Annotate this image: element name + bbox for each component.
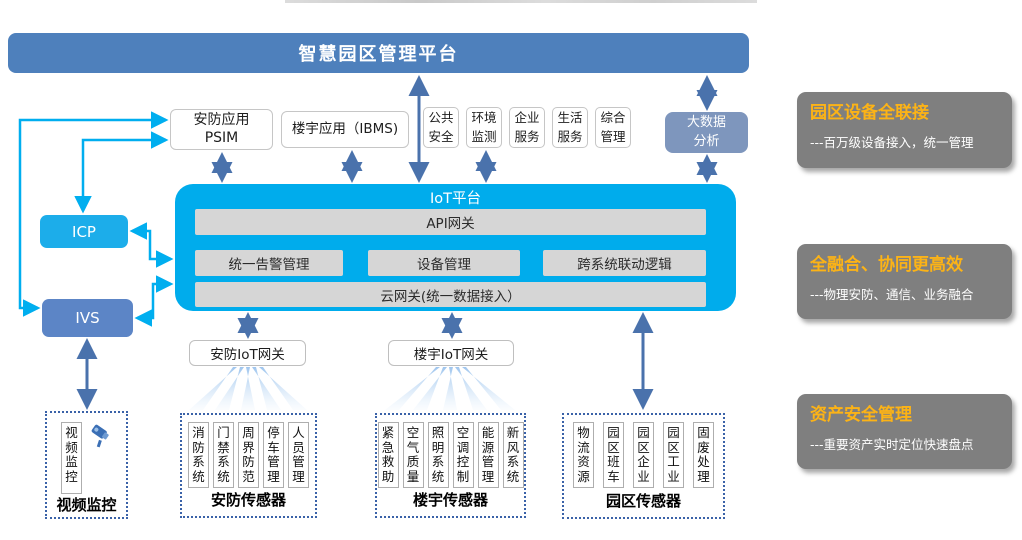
benefit-panel-convergence: 全融合、协同更高效 ---物理安防、通信、业务融合 bbox=[797, 244, 1012, 319]
group-video-surveillance: 视频监控 视频监控 bbox=[45, 411, 128, 519]
benefit-desc: ---物理安防、通信、业务融合 bbox=[810, 287, 974, 303]
group-label: 园区传感器 bbox=[605, 492, 681, 510]
sensor-item: 园区班车 bbox=[603, 422, 624, 488]
cloud-gateway-bar: 云网关(统一数据接入） bbox=[195, 282, 706, 307]
bigdata-line2: 分析 bbox=[693, 133, 720, 149]
benefit-desc: ---重要资产实时定位快速盘点 bbox=[810, 437, 974, 453]
app-box-psim: 安防应用 PSIM bbox=[170, 109, 273, 150]
sensor-item: 园区企业 bbox=[633, 422, 654, 488]
service-box-enterprise: 企业服务 bbox=[509, 107, 545, 148]
module-alarm-management: 统一告警管理 bbox=[195, 250, 343, 276]
module-cross-system-linkage: 跨系统联动逻辑 bbox=[543, 250, 706, 276]
sensor-item: 门禁系统 bbox=[213, 422, 234, 488]
sensor-item: 人员管理 bbox=[288, 422, 309, 488]
sensor-item: 停车管理 bbox=[263, 422, 284, 488]
benefit-title: 资产安全管理 bbox=[810, 405, 912, 425]
service-box-living: 生活服务 bbox=[552, 107, 588, 148]
benefit-panel-device-connection: 园区设备全联接 ---百万级设备接入，统一管理 bbox=[797, 92, 1012, 168]
sensor-item: 周界防范 bbox=[238, 422, 259, 488]
sensor-item: 空气质量 bbox=[402, 422, 424, 488]
bigdata-analysis-box: 大数据 分析 bbox=[665, 112, 748, 153]
group-label: 视频监控 bbox=[56, 496, 117, 514]
module-device-management: 设备管理 bbox=[368, 250, 520, 276]
iot-platform: IoT平台 API网关 统一告警管理 设备管理 跨系统联动逻辑 云网关(统一数据… bbox=[175, 184, 736, 311]
fanout-building-gateway bbox=[385, 367, 515, 410]
group-park-sensors: 物流资源 园区班车 园区企业 园区工业 固废处理 园区传感器 bbox=[562, 413, 725, 519]
sensor-item: 照明系统 bbox=[427, 422, 449, 488]
group-security-sensors: 消防系统 门禁系统 周界防范 停车管理 人员管理 安防传感器 bbox=[180, 413, 317, 518]
platform-title: 智慧园区管理平台 bbox=[298, 44, 459, 65]
sensor-item: 园区工业 bbox=[663, 422, 684, 488]
api-gateway-bar: API网关 bbox=[195, 209, 706, 235]
sensor-item: 消防系统 bbox=[188, 422, 209, 488]
icp-node: ICP bbox=[40, 215, 128, 248]
cropped-top-strip bbox=[285, 0, 757, 3]
ivs-node: IVS bbox=[42, 299, 133, 337]
benefit-title: 园区设备全联接 bbox=[810, 103, 929, 123]
benefit-desc: ---百万级设备接入，统一管理 bbox=[810, 135, 974, 151]
psim-line1: 安防应用 bbox=[193, 112, 250, 128]
benefit-panel-asset-security: 资产安全管理 ---重要资产实时定位快速盘点 bbox=[797, 394, 1012, 469]
service-box-row: 公共安全 环境监测 企业服务 生活服务 综合管理 bbox=[423, 107, 631, 148]
psim-line2: PSIM bbox=[204, 129, 239, 146]
iot-platform-title: IoT平台 bbox=[429, 191, 481, 207]
sensor-item: 新风系统 bbox=[502, 422, 524, 488]
sensor-item: 物流资源 bbox=[573, 422, 594, 488]
sensor-item-video: 视频监控 bbox=[61, 422, 82, 494]
service-box-public-safety: 公共安全 bbox=[423, 107, 459, 148]
camera-icon bbox=[88, 422, 112, 456]
service-box-env-monitoring: 环境监测 bbox=[466, 107, 502, 148]
platform-banner: 智慧园区管理平台 bbox=[8, 33, 749, 73]
security-iot-gateway: 安防IoT网关 bbox=[189, 340, 306, 366]
building-iot-gateway: 楼宇IoT网关 bbox=[388, 340, 514, 366]
sensor-item: 能源管理 bbox=[477, 422, 499, 488]
sensor-item: 空调控制 bbox=[452, 422, 474, 488]
service-box-management: 综合管理 bbox=[595, 107, 631, 148]
group-label: 安防传感器 bbox=[210, 491, 286, 509]
group-building-sensors: 紧急救助 空气质量 照明系统 空调控制 能源管理 新风系统 楼宇传感器 bbox=[375, 413, 526, 518]
app-box-ibms: 楼宇应用（IBMS) bbox=[281, 111, 409, 148]
bigdata-line1: 大数据 bbox=[686, 115, 726, 131]
fanout-security-gateway bbox=[189, 367, 307, 410]
sensor-item: 固废处理 bbox=[693, 422, 714, 488]
group-label: 楼宇传感器 bbox=[412, 491, 488, 509]
sensor-item: 紧急救助 bbox=[377, 422, 399, 488]
benefit-title: 全融合、协同更高效 bbox=[810, 255, 963, 275]
